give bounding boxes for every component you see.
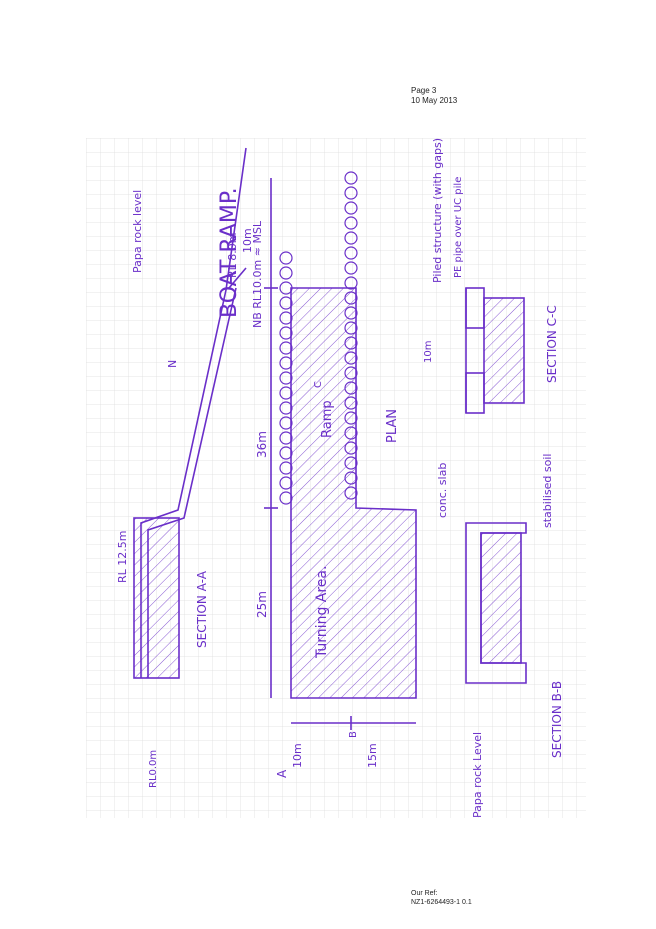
our-ref-value: NZ1-6264493-1 0.1 [411,899,472,906]
section-bb-title: SECTION B-B [550,681,564,758]
dim-10m-top: 10m [241,228,254,253]
pe-pipe-label: PE pipe over UC pile [453,177,464,278]
sketch-sheet: BOAT RAMP. NB RL10.0m ≈ MSL N Papa rock … [86,138,586,818]
page-number: Page 3 [411,86,437,95]
plan-title: PLAN [385,409,400,443]
papa-rock-arrow [228,267,247,289]
section-aa-slab [133,517,180,679]
page-footer: Our Ref: NZ1-6264493-1 0.1 [411,889,472,907]
stabilised-soil-label: stabilised soil [541,454,554,529]
sketch-drawing [133,147,527,730]
note-text: NB RL10.0m ≈ MSL [251,220,264,328]
page-date: 10 May 2013 [411,96,458,105]
rl-00-label: RL0.0m [148,750,159,788]
page-header: Page 3 10 May 2013 [411,86,457,106]
dim-10m: 10m [291,743,304,768]
section-aa-title: SECTION A-A [195,570,209,648]
label-c: C [313,381,324,388]
rl-125-label: RL 12.5m [116,531,129,583]
section-cc-title: SECTION C-C [545,305,559,383]
dim-10m-cc: 10m [423,341,434,363]
papa-rock-label: Papa rock level [131,190,144,273]
ramp-boulders [279,171,358,505]
rl-80-label: RL 8.0m [226,233,239,278]
conc-slab-label: conc. slab [436,463,449,518]
label-a: A [275,769,289,778]
boat-ramp-sketch: BOAT RAMP. NB RL10.0m ≈ MSL N Papa rock … [86,138,586,818]
dim-25m: 25m [255,591,269,618]
turning-area-outline [290,287,417,699]
piled-structure-label: Piled structure (with gaps) [431,138,444,283]
bb-stabilised-soil [480,532,522,664]
turning-area-label: Turning Area. [314,566,330,659]
label-b: B [348,731,359,738]
north-mark: N [166,360,179,368]
title-text: BOAT RAMP. [217,187,242,318]
our-ref-label: Our Ref: [411,890,438,897]
dim-15m: 15m [366,743,379,768]
ramp-label: Ramp [320,400,335,438]
cc-slab [483,297,525,404]
papa-rock-level-label: Papa rock Level [471,732,484,818]
dim-36m: 36m [255,431,269,458]
